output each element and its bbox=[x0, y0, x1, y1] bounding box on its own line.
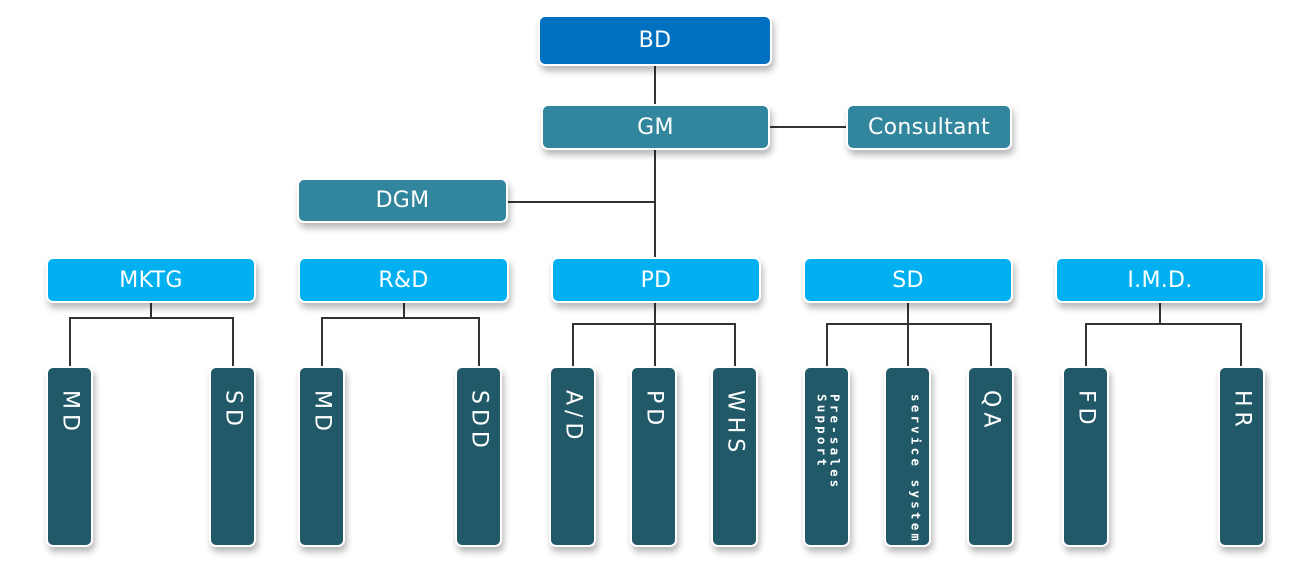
dept-rd-label: R&D bbox=[378, 267, 429, 293]
connector-rd-stem bbox=[403, 302, 405, 318]
unit-imd-hr: HR bbox=[1218, 366, 1265, 547]
connector-imd-stem bbox=[1159, 302, 1161, 324]
connector-dgm bbox=[507, 201, 655, 203]
unit-mktg-sd: SD bbox=[209, 366, 256, 547]
connector-gm-trunk bbox=[654, 149, 656, 258]
connector-sd-qa bbox=[990, 323, 992, 367]
connector-pd-bar bbox=[572, 323, 735, 325]
unit-rd-sdd: SDD bbox=[455, 366, 502, 547]
unit-mktg-md: MD bbox=[46, 366, 93, 547]
connector-mktg-bar bbox=[69, 317, 234, 319]
node-dgm-label: DGM bbox=[375, 188, 430, 213]
connector-imd-hr bbox=[1240, 323, 1242, 367]
node-bd: BD bbox=[538, 15, 772, 66]
unit-pd-whs: WHS bbox=[711, 366, 758, 547]
connector-bd-gm bbox=[654, 65, 656, 105]
dept-imd: I.M.D. bbox=[1055, 257, 1265, 303]
unit-pd-ad: A/D bbox=[549, 366, 596, 547]
connector-mktg-md bbox=[69, 317, 71, 367]
unit-label: A/D bbox=[560, 390, 586, 445]
connector-sd-bar bbox=[826, 323, 992, 325]
unit-label: PD bbox=[641, 390, 667, 431]
node-dgm: DGM bbox=[297, 178, 508, 223]
connector-sd-stem bbox=[907, 302, 909, 368]
unit-sd-service-system: service system bbox=[884, 366, 931, 547]
connector-rd-bar bbox=[321, 317, 480, 319]
connector-pd-whs bbox=[734, 323, 736, 367]
connector-pd-ad bbox=[572, 323, 574, 367]
dept-pd: PD bbox=[551, 257, 761, 303]
unit-sd-presales-support: Pre-sales Support bbox=[803, 366, 850, 547]
connector-sd-presales bbox=[826, 323, 828, 367]
node-consultant-label: Consultant bbox=[868, 114, 990, 140]
unit-pd-pd: PD bbox=[630, 366, 677, 547]
connector-mktg-stem bbox=[150, 302, 152, 318]
unit-label: HR bbox=[1229, 390, 1255, 432]
unit-label: SD bbox=[220, 390, 246, 431]
unit-label: MD bbox=[309, 390, 335, 436]
connector-pd-stem bbox=[654, 302, 656, 368]
unit-label: SDD bbox=[466, 390, 492, 453]
connector-rd-md bbox=[321, 317, 323, 367]
connector-gm-consultant bbox=[769, 126, 847, 128]
dept-sd: SD bbox=[803, 257, 1013, 303]
dept-sd-label: SD bbox=[892, 267, 924, 293]
connector-imd-fd bbox=[1085, 323, 1087, 367]
unit-label: Pre-sales Support bbox=[814, 394, 843, 491]
unit-label: FD bbox=[1073, 390, 1099, 430]
node-gm-label: GM bbox=[637, 114, 674, 140]
node-gm: GM bbox=[541, 104, 770, 150]
dept-mktg-label: MKTG bbox=[119, 267, 183, 293]
dept-pd-label: PD bbox=[640, 267, 672, 293]
node-consultant: Consultant bbox=[846, 104, 1012, 150]
dept-imd-label: I.M.D. bbox=[1127, 267, 1193, 293]
unit-rd-md: MD bbox=[298, 366, 345, 547]
node-bd-label: BD bbox=[638, 28, 672, 53]
dept-mktg: MKTG bbox=[46, 257, 256, 303]
dept-rd: R&D bbox=[298, 257, 509, 303]
connector-rd-sdd bbox=[478, 317, 480, 367]
unit-label: QA bbox=[978, 390, 1004, 433]
unit-label: service system bbox=[908, 394, 924, 545]
connector-mktg-sd bbox=[232, 317, 234, 367]
unit-imd-fd: FD bbox=[1062, 366, 1109, 547]
unit-label: MD bbox=[57, 390, 83, 436]
unit-label: WHS bbox=[722, 390, 748, 458]
unit-sd-qa: QA bbox=[967, 366, 1014, 547]
connector-imd-bar bbox=[1085, 323, 1242, 325]
